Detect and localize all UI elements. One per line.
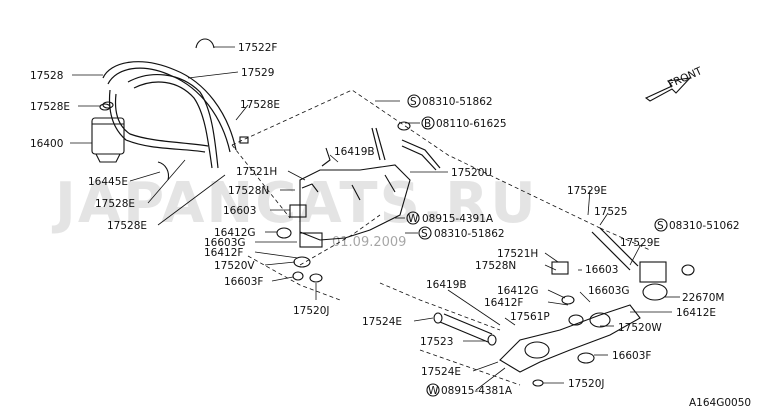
part-label: 17521H [236, 166, 277, 178]
part-label: 08915-4381A [441, 385, 513, 397]
part-label: 17525 [594, 206, 627, 218]
fuel-hose-group [102, 61, 237, 169]
fuel-filter [91, 101, 125, 163]
part-label: 22670M [682, 292, 724, 304]
part-label: 17520V [214, 260, 255, 272]
part-label: 16603G [588, 285, 630, 297]
part-label: 08310-51062 [669, 220, 740, 232]
part-label: 17524E [362, 316, 402, 328]
part-label: 16603F [612, 350, 651, 362]
part-label: 17522F [238, 42, 277, 54]
washer-callout-icon: W [406, 211, 420, 225]
part-label: 17528 [30, 70, 63, 82]
washer [292, 271, 304, 281]
figure-code: A164G0050 [689, 397, 751, 409]
leader-lines [70, 46, 680, 391]
washer-callout-icon: W [426, 383, 440, 397]
part-label: 17528E [30, 101, 70, 113]
filter-clip [157, 161, 170, 181]
part-label: 16603 [223, 205, 256, 217]
part-label: 16603 [585, 264, 618, 276]
part-label: 16400 [30, 138, 63, 150]
screw-callout-icon: S [407, 94, 421, 108]
front-arrow-icon [644, 77, 692, 102]
svg-text:S: S [657, 220, 664, 232]
part-label: 17529E [620, 237, 660, 249]
part-label: 16603G [204, 237, 246, 249]
part-label: 17528E [107, 220, 147, 232]
callout-symbols: S B W S S W [406, 94, 668, 397]
svg-text:S: S [421, 228, 428, 240]
hose-17523 [433, 312, 497, 346]
screw-callout-icon: S [654, 218, 668, 232]
part-label: 08110-61625 [436, 118, 507, 130]
part-label: 08915-4391A [422, 213, 494, 225]
pressure-regulator [639, 261, 695, 301]
hose-clip [195, 38, 215, 49]
part-labels: 17522F 17528 17529 17528E 17528E 16400 0… [30, 42, 740, 397]
part-label: 17561P [510, 311, 550, 323]
watermark-text: JAPANCATS.RU [51, 171, 538, 236]
part-label: 16412F [484, 297, 523, 309]
part-label: 17520J [568, 378, 605, 390]
part-label: 17528E [240, 99, 280, 111]
part-label: 08310-51862 [422, 96, 493, 108]
screw-callout-icon: S [418, 226, 432, 240]
fuel-rail-lower [499, 261, 641, 387]
svg-text:W: W [408, 213, 419, 225]
front-label: FRONT [666, 65, 704, 91]
part-label: 16419B [334, 146, 375, 158]
part-label: 17528N [475, 260, 516, 272]
part-label: 17521H [497, 248, 538, 260]
part-label: 17520J [293, 305, 330, 317]
part-label: 16412F [204, 247, 243, 259]
part-label: 17529 [241, 67, 274, 79]
part-label: 16445E [88, 176, 128, 188]
part-label: 16412E [676, 307, 716, 319]
svg-text:W: W [428, 385, 439, 397]
part-label: 17523 [420, 336, 453, 348]
bolt-callout-icon: B [421, 116, 435, 130]
part-label: 08310-51862 [434, 228, 505, 240]
watermark-date: 01.09.2009 [332, 235, 406, 250]
part-label: 17524E [421, 366, 461, 378]
svg-text:S: S [410, 96, 417, 108]
fuel-rail-upper [276, 121, 441, 283]
part-label: 16412G [497, 285, 539, 297]
part-label: 16412G [214, 227, 256, 239]
part-label: 17520U [451, 167, 492, 179]
svg-text:B: B [424, 118, 431, 130]
part-label: 16603F [224, 276, 263, 288]
part-label: 17529E [567, 185, 607, 197]
clamp [239, 136, 249, 144]
part-label: 17528N [228, 185, 269, 197]
part-label: 16419B [426, 279, 467, 291]
part-label: 17528E [95, 198, 135, 210]
clamp [99, 103, 111, 111]
part-label: 17520W [618, 322, 662, 334]
return-hose [591, 227, 639, 271]
